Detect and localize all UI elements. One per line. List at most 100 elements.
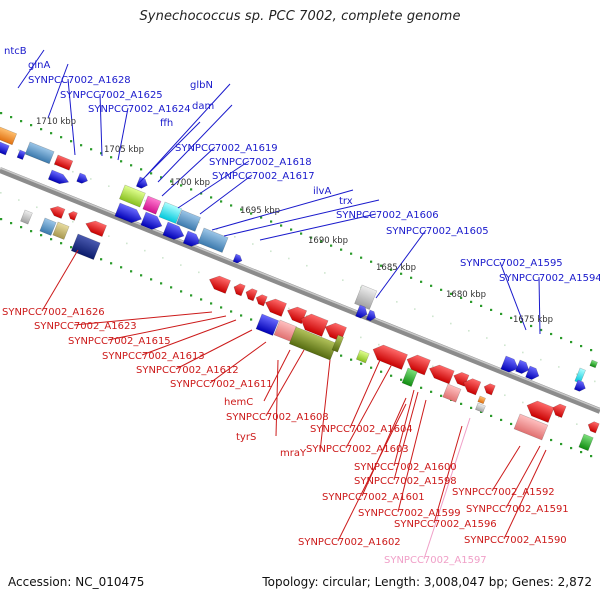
forward-gene-label[interactable]: SYNPCC7002_A1628 bbox=[28, 75, 131, 86]
gene-feature[interactable] bbox=[524, 398, 555, 423]
gene-feature[interactable] bbox=[254, 293, 268, 307]
reverse-gene-label[interactable]: SYNPCC7002_A1623 bbox=[34, 321, 137, 332]
forward-gene-label[interactable]: SYNPCC7002_A1618 bbox=[209, 157, 312, 168]
gene-feature[interactable] bbox=[589, 359, 598, 369]
forward-gene-label[interactable]: glnA bbox=[28, 60, 50, 71]
gene-feature[interactable] bbox=[263, 296, 287, 317]
gene-feature[interactable] bbox=[162, 221, 187, 242]
reverse-gene-label[interactable]: SYNPCC7002_A1592 bbox=[452, 487, 555, 498]
gene-feature[interactable] bbox=[84, 218, 107, 237]
gene-feature[interactable] bbox=[500, 355, 521, 375]
forward-gene-label[interactable]: ntcB bbox=[4, 46, 27, 57]
forward-gene-label[interactable]: SYNPCC7002_A1625 bbox=[60, 90, 163, 101]
reverse-gene-label[interactable]: SYNPCC7002_A1596 bbox=[394, 519, 497, 530]
gene-feature[interactable] bbox=[365, 309, 377, 322]
gene-feature[interactable] bbox=[114, 202, 144, 226]
gene-feature[interactable] bbox=[513, 413, 549, 441]
gene-feature[interactable] bbox=[586, 420, 600, 434]
gene-feature[interactable] bbox=[76, 172, 90, 185]
gene-feature[interactable] bbox=[0, 126, 18, 146]
reverse-gene-label[interactable]: SYNPCC7002_A1599 bbox=[358, 508, 461, 519]
forward-gene-label[interactable]: SYNPCC7002_A1594 bbox=[499, 273, 600, 284]
gene-feature[interactable] bbox=[140, 211, 165, 232]
gene-feature[interactable] bbox=[298, 311, 329, 337]
reverse-gene-label[interactable]: SYNPCC7002_A1600 bbox=[354, 462, 457, 473]
gene-feature[interactable] bbox=[207, 273, 231, 294]
gene-feature[interactable] bbox=[70, 233, 101, 260]
reverse-gene-label[interactable]: SYNPCC7002_A1613 bbox=[102, 351, 205, 362]
forward-gene-label[interactable]: ffh bbox=[160, 118, 173, 129]
reverse-gene-label[interactable]: hemC bbox=[224, 397, 253, 408]
reverse-gene-label[interactable]: tyrS bbox=[236, 432, 256, 443]
gene-feature[interactable] bbox=[53, 154, 74, 171]
gene-feature[interactable] bbox=[244, 287, 258, 302]
gene-feature[interactable] bbox=[255, 313, 280, 336]
gene-feature[interactable] bbox=[578, 433, 594, 452]
gene-feature[interactable] bbox=[176, 209, 201, 232]
gene-feature[interactable] bbox=[354, 284, 378, 310]
gene-feature[interactable] bbox=[232, 282, 246, 297]
gene-feature[interactable] bbox=[442, 383, 462, 403]
gene-feature-shape bbox=[135, 176, 148, 189]
forward-gene-label[interactable]: glbN bbox=[190, 80, 213, 91]
forward-gene-label[interactable]: dam bbox=[192, 101, 214, 112]
reverse-gene-label[interactable]: mraY bbox=[280, 448, 307, 459]
gene-feature[interactable] bbox=[288, 326, 338, 361]
reverse-gene-label[interactable]: SYNPCC7002_A1615 bbox=[68, 336, 171, 347]
gene-feature[interactable] bbox=[158, 201, 183, 224]
reverse-gene-label[interactable]: SYNPCC7002_A1597 bbox=[384, 555, 487, 566]
gene-feature[interactable] bbox=[142, 195, 162, 215]
gene-feature[interactable] bbox=[515, 359, 532, 376]
gene-feature[interactable] bbox=[182, 230, 203, 249]
gene-feature[interactable] bbox=[427, 362, 455, 385]
gene-feature[interactable] bbox=[119, 184, 146, 208]
reverse-gene-label[interactable]: SYNPCC7002_A1626 bbox=[2, 307, 105, 318]
reverse-gene-label[interactable]: SYNPCC7002_A1608 bbox=[226, 412, 329, 423]
forward-gene-label[interactable]: SYNPCC7002_A1619 bbox=[175, 143, 278, 154]
gene-feature[interactable] bbox=[16, 149, 26, 160]
gene-feature[interactable] bbox=[525, 365, 542, 382]
reverse-gene-label[interactable]: SYNPCC7002_A1611 bbox=[170, 379, 273, 390]
gene-feature[interactable] bbox=[20, 209, 33, 225]
reverse-gene-label[interactable]: SYNPCC7002_A1590 bbox=[464, 535, 567, 546]
gene-feature[interactable] bbox=[39, 217, 57, 236]
gene-feature[interactable] bbox=[355, 349, 370, 364]
gene-feature[interactable] bbox=[232, 253, 243, 264]
gene-feature[interactable] bbox=[475, 402, 486, 413]
gene-feature[interactable] bbox=[47, 169, 70, 187]
gene-feature[interactable] bbox=[135, 176, 149, 190]
leader-line bbox=[345, 363, 393, 449]
gene-feature[interactable] bbox=[52, 221, 70, 240]
gene-feature[interactable] bbox=[482, 382, 496, 396]
gene-feature[interactable] bbox=[355, 304, 370, 320]
gene-feature[interactable] bbox=[48, 204, 66, 219]
forward-gene-label[interactable]: SYNPCC7002_A1624 bbox=[88, 104, 191, 115]
forward-gene-label[interactable]: SYNPCC7002_A1617 bbox=[212, 171, 315, 182]
forward-gene-label[interactable]: ilvA bbox=[313, 186, 331, 197]
reverse-gene-label[interactable]: SYNPCC7002_A1603 bbox=[306, 444, 409, 455]
forward-gene-label[interactable]: trx bbox=[339, 196, 353, 207]
reverse-gene-label[interactable]: SYNPCC7002_A1602 bbox=[298, 537, 401, 548]
forward-gene-label[interactable]: SYNPCC7002_A1606 bbox=[336, 210, 439, 221]
gene-feature[interactable] bbox=[24, 141, 55, 165]
reverse-gene-label[interactable]: SYNPCC7002_A1591 bbox=[466, 504, 569, 515]
reverse-gene-label[interactable]: SYNPCC7002_A1612 bbox=[136, 365, 239, 376]
gene-feature[interactable] bbox=[573, 379, 587, 393]
gene-feature[interactable] bbox=[370, 342, 408, 370]
forward-gene-label[interactable]: SYNPCC7002_A1605 bbox=[386, 226, 489, 237]
gene-feature[interactable] bbox=[401, 367, 418, 387]
gene-feature[interactable] bbox=[197, 227, 229, 253]
gene-feature[interactable] bbox=[461, 376, 482, 396]
reverse-gene-label[interactable]: SYNPCC7002_A1598 bbox=[354, 476, 457, 487]
gc-dot bbox=[230, 204, 233, 207]
gene-feature[interactable] bbox=[67, 210, 78, 221]
gc-dot bbox=[450, 292, 453, 295]
gene-feature[interactable] bbox=[331, 334, 344, 353]
gene-feature[interactable] bbox=[477, 395, 486, 405]
gene-feature[interactable] bbox=[0, 141, 10, 156]
forward-gene-label[interactable]: SYNPCC7002_A1595 bbox=[460, 258, 563, 269]
reverse-gene-label[interactable]: SYNPCC7002_A1604 bbox=[310, 424, 413, 435]
reverse-gene-label[interactable]: SYNPCC7002_A1601 bbox=[322, 492, 425, 503]
gene-feature[interactable] bbox=[551, 402, 567, 418]
